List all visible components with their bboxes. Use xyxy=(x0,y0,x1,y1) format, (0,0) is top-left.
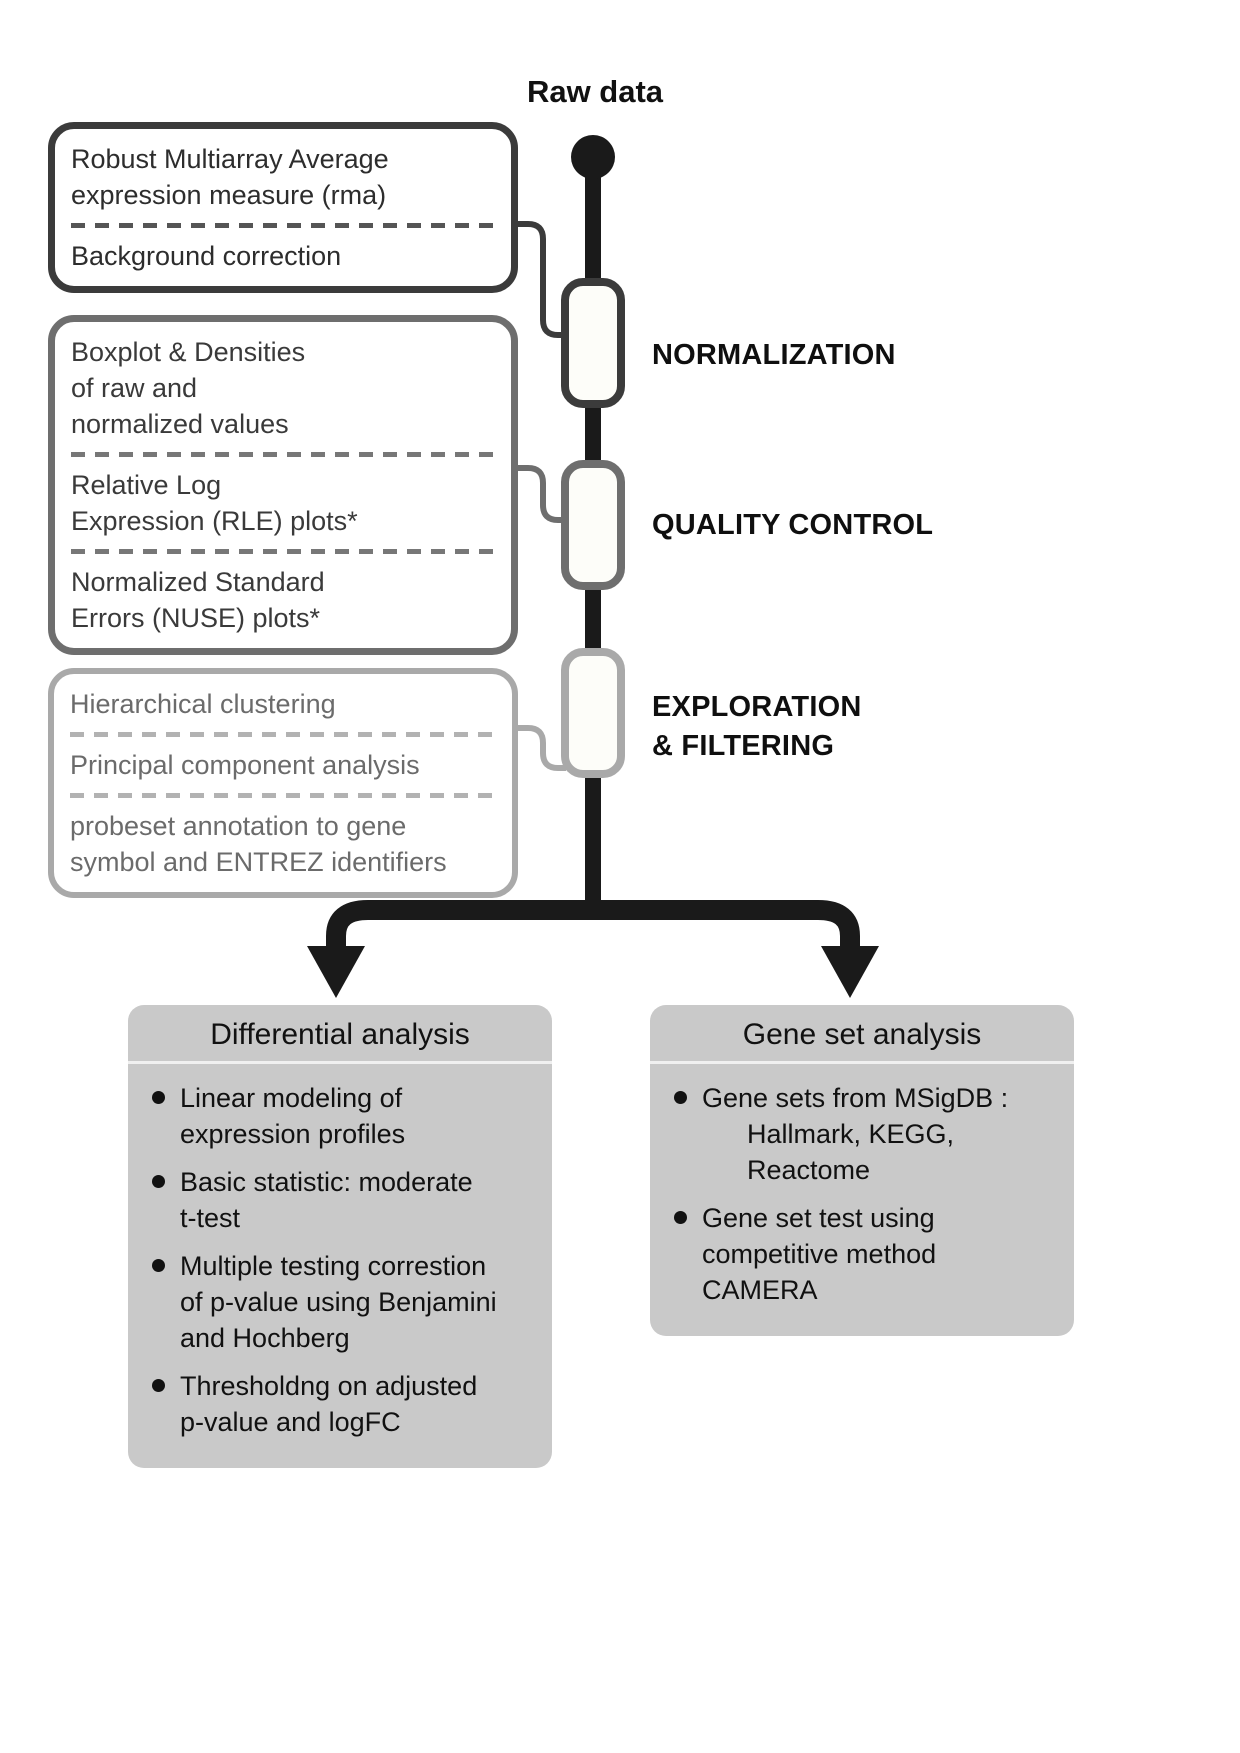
dashed-divider xyxy=(70,793,496,798)
step-background-correction: Background correction xyxy=(71,241,342,271)
step-nuse-plots: Normalized Standard Errors (NUSE) plots* xyxy=(71,567,325,633)
list-item: Thresholdng on adjusted p-value and logF… xyxy=(150,1368,540,1440)
exploration-steps-box: Hierarchical clustering Principal compon… xyxy=(48,668,518,898)
list-item: Multiple testing correstion of p-value u… xyxy=(150,1248,540,1356)
bullet-dot-icon xyxy=(152,1259,165,1272)
gene-set-analysis-title: Gene set analysis xyxy=(650,1005,1074,1064)
step-boxplot-densities: Boxplot & Densities of raw and normalize… xyxy=(71,337,306,439)
list-item: Linear modeling of expression profiles xyxy=(150,1080,540,1152)
quality-control-steps-box: Boxplot & Densities of raw and normalize… xyxy=(48,315,518,655)
normalization-steps-box: Robust Multiarray Average expression mea… xyxy=(48,122,518,293)
list-item: Gene set test using competitive method C… xyxy=(672,1200,1062,1308)
bullet-text: Multiple testing correstion of p-value u… xyxy=(180,1251,497,1353)
bullet-dot-icon xyxy=(674,1211,687,1224)
branch-connector xyxy=(326,900,860,952)
gene-set-analysis-list: Gene sets from MSigDB : Hallmark, KEGG, … xyxy=(650,1064,1074,1308)
dashed-divider xyxy=(71,549,495,554)
dashed-divider xyxy=(71,452,495,457)
stage-label-exploration-filtering: EXPLORATION & FILTERING xyxy=(652,691,862,762)
differential-analysis-box: Differential analysis Linear modeling of… xyxy=(128,1005,552,1468)
dashed-divider xyxy=(71,223,495,228)
step-hierarchical-clustering: Hierarchical clustering xyxy=(70,689,336,719)
right-arrowhead-icon xyxy=(821,946,879,998)
exploration-connector xyxy=(505,725,566,771)
raw-data-label: Raw data xyxy=(526,74,664,109)
differential-analysis-title: Differential analysis xyxy=(128,1005,552,1064)
normalization-node xyxy=(561,278,625,408)
exploration-node xyxy=(561,648,625,778)
bullet-text: Gene set test using competitive method C… xyxy=(702,1203,937,1305)
bullet-dot-icon xyxy=(674,1091,687,1104)
step-rma: Robust Multiarray Average expression mea… xyxy=(71,144,389,210)
quality-control-connector xyxy=(505,465,566,523)
bullet-text: Gene sets from MSigDB : Hallmark, KEGG, … xyxy=(702,1083,1009,1185)
differential-analysis-list: Linear modeling of expression profiles B… xyxy=(128,1064,552,1440)
step-rle-plots: Relative Log Expression (RLE) plots* xyxy=(71,470,358,536)
stage-label-normalization: NORMALIZATION xyxy=(652,339,896,371)
list-item: Gene sets from MSigDB : Hallmark, KEGG, … xyxy=(672,1080,1062,1188)
step-probeset-annotation: probeset annotation to gene symbol and E… xyxy=(70,811,447,877)
quality-control-node xyxy=(561,460,625,590)
bullet-dot-icon xyxy=(152,1175,165,1188)
stage-label-quality-control: QUALITY CONTROL xyxy=(652,509,934,541)
list-item: Basic statistic: moderate t-test xyxy=(150,1164,540,1236)
gene-set-analysis-box: Gene set analysis Gene sets from MSigDB … xyxy=(650,1005,1074,1336)
bullet-dot-icon xyxy=(152,1379,165,1392)
normalization-connector xyxy=(505,221,566,338)
bullet-dot-icon xyxy=(152,1091,165,1104)
step-pca: Principal component analysis xyxy=(70,750,420,780)
bullet-text: Basic statistic: moderate t-test xyxy=(180,1167,473,1233)
bullet-text: Thresholdng on adjusted p-value and logF… xyxy=(180,1371,478,1437)
left-arrowhead-icon xyxy=(307,946,365,998)
bullet-text: Linear modeling of expression profiles xyxy=(180,1083,406,1149)
raw-data-dot xyxy=(571,135,615,179)
dashed-divider xyxy=(70,732,496,737)
